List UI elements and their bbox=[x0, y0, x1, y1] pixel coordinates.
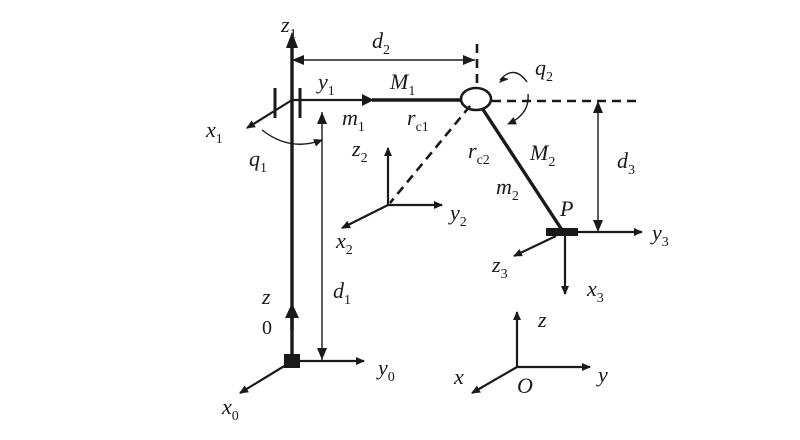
label-P: P bbox=[559, 196, 573, 221]
d3-arrow-top bbox=[593, 101, 603, 113]
label-x1: x1 bbox=[205, 117, 223, 147]
x1-axis bbox=[246, 99, 293, 129]
label-zero: 0 bbox=[262, 317, 272, 339]
end-effector-P bbox=[546, 228, 578, 236]
d1-arrow-top bbox=[317, 112, 327, 124]
label-z2: z2 bbox=[351, 136, 368, 166]
label-q1: q1 bbox=[249, 146, 267, 176]
label-x0: x0 bbox=[221, 394, 239, 424]
q2-rotation-arrow bbox=[507, 93, 529, 125]
label-rc1: rc1 bbox=[407, 105, 429, 135]
d2-arrow-left bbox=[292, 55, 304, 65]
d2-arrow-right bbox=[463, 55, 475, 65]
label-O: O bbox=[517, 373, 533, 398]
d3-arrow-bottom bbox=[593, 220, 603, 232]
label-rc2: rc2 bbox=[468, 138, 490, 168]
label-xO: x bbox=[453, 364, 464, 389]
label-y2: y2 bbox=[448, 200, 467, 230]
base-joint-block bbox=[284, 354, 300, 368]
label-y0: y0 bbox=[376, 355, 395, 385]
label-z3: z3 bbox=[491, 252, 508, 282]
label-zO: z bbox=[537, 307, 547, 332]
label-M1: M1 bbox=[389, 69, 415, 99]
label-d1: d1 bbox=[333, 278, 351, 308]
joint2-circle bbox=[459, 86, 493, 112]
xO-axis bbox=[471, 366, 518, 394]
z3-axis bbox=[513, 235, 557, 257]
label-d2: d2 bbox=[372, 28, 390, 58]
label-m1: m1 bbox=[342, 105, 365, 135]
label-y3: y3 bbox=[650, 220, 669, 250]
q2-arrow-head-top bbox=[498, 76, 509, 83]
label-x3: x3 bbox=[586, 276, 604, 306]
label-x2: x2 bbox=[335, 228, 353, 258]
label-d3: d3 bbox=[617, 148, 635, 178]
q1-rotation-arrow bbox=[261, 129, 323, 147]
label-q2: q2 bbox=[535, 55, 553, 85]
label-y1: y1 bbox=[316, 69, 335, 99]
frame2-dashed-line bbox=[388, 105, 472, 204]
label-z: z bbox=[261, 284, 271, 309]
link2 bbox=[480, 107, 564, 231]
label-m2: m2 bbox=[496, 174, 519, 204]
label-yO: y bbox=[596, 362, 608, 387]
z0-arrowhead bbox=[285, 303, 299, 318]
label-M2: M2 bbox=[529, 140, 555, 170]
x2-axis bbox=[341, 204, 389, 229]
x0-axis bbox=[239, 364, 287, 394]
label-z1: z1 bbox=[280, 12, 297, 42]
d1-arrow-bottom bbox=[317, 348, 327, 360]
z1-arrowhead bbox=[286, 32, 298, 48]
